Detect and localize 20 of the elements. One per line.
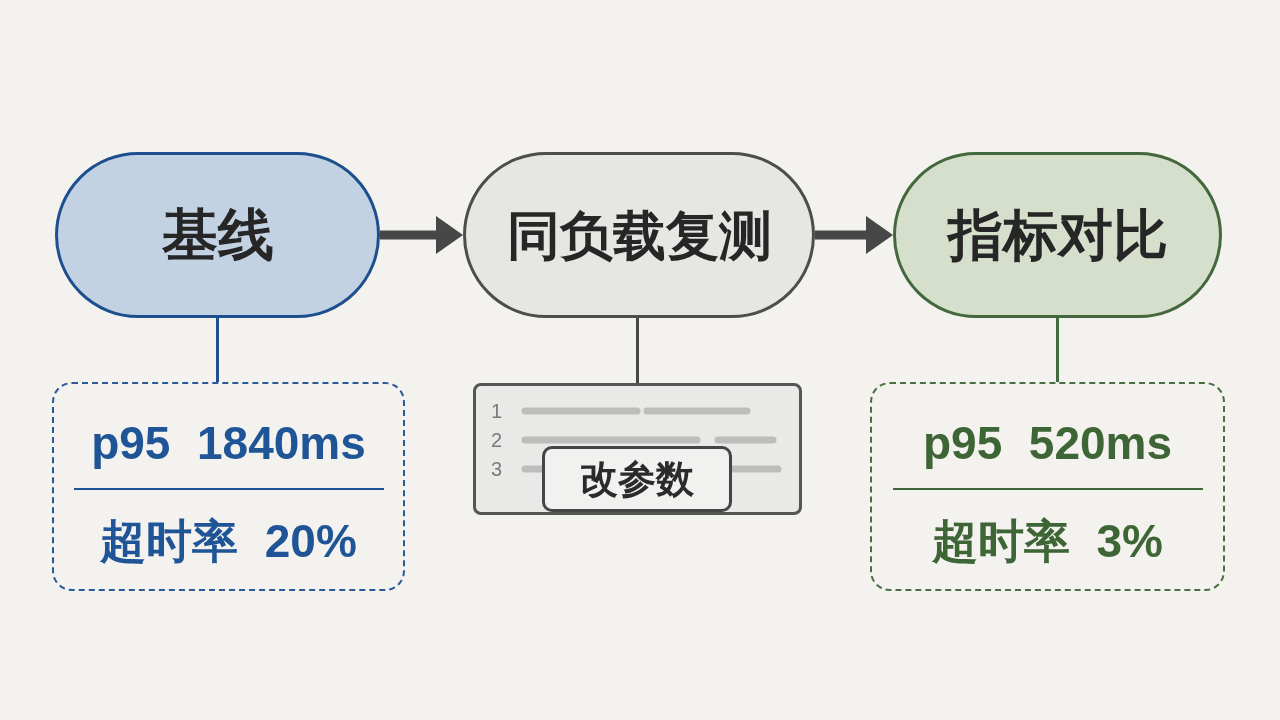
metric-panel [52, 382, 405, 591]
stage-label: 同负载复测 [506, 208, 772, 262]
metric-value: 超时率 20% [100, 514, 357, 569]
line-number: 1 [491, 399, 503, 424]
metric-value: 超时率 3% [931, 514, 1164, 569]
metric-panel [870, 382, 1225, 591]
tag-box [542, 446, 732, 512]
connector-line [636, 318, 639, 383]
stage-label: 指标对比 [947, 207, 1168, 263]
connector-line [216, 318, 219, 382]
document-card [473, 383, 802, 515]
line-number: 2 [491, 428, 503, 453]
tag-label: 改参数 [580, 460, 694, 498]
metric-value: p95 520ms [922, 416, 1173, 471]
connector-line [1056, 318, 1059, 382]
arrow [815, 216, 893, 254]
arrow [380, 216, 463, 254]
metric-value: p95 1840ms [91, 416, 366, 471]
stage-label: 基线 [161, 207, 274, 263]
line-number: 3 [491, 457, 503, 482]
